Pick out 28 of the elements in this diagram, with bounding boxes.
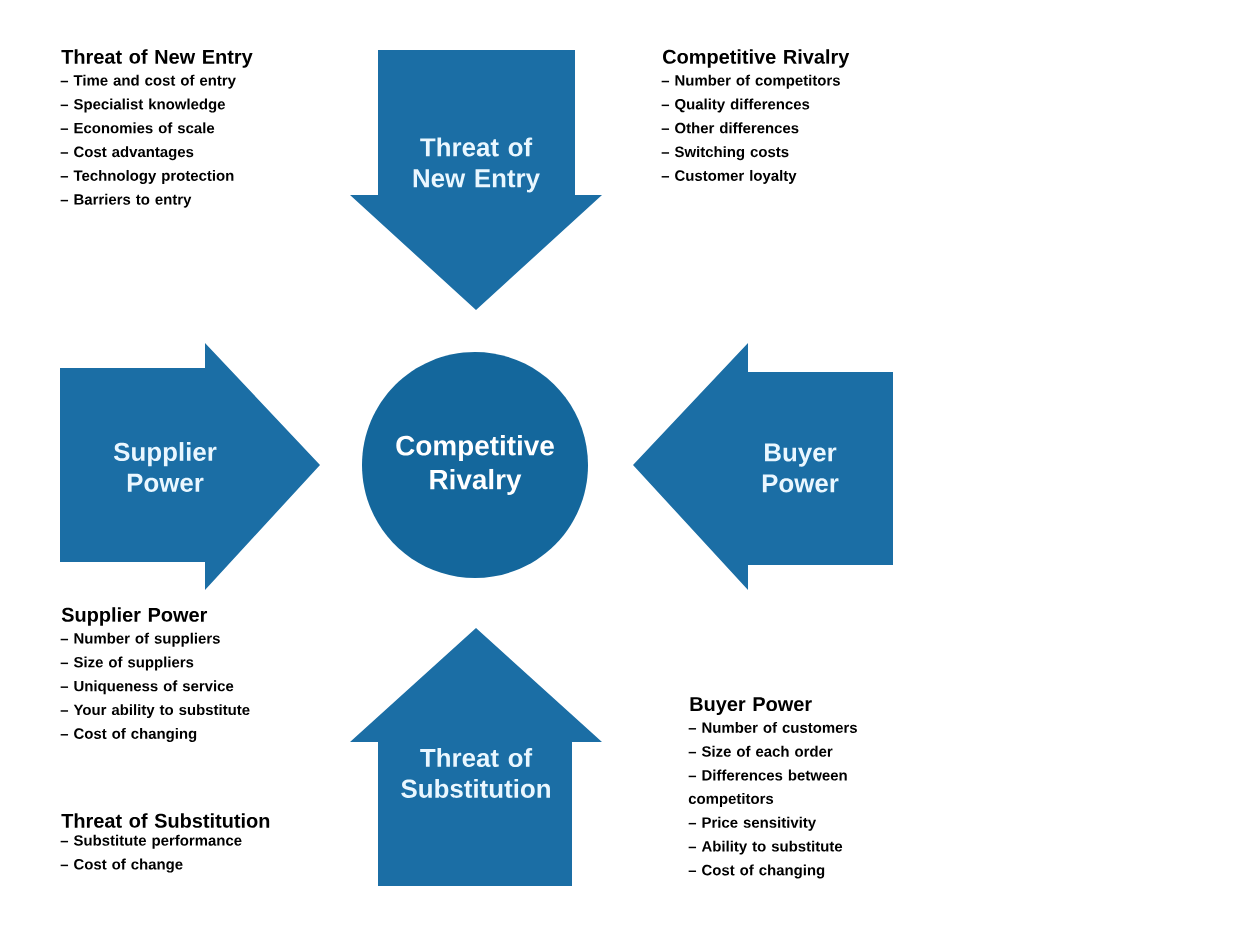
bullet-item: – Economies of scale [60, 122, 215, 134]
section-heading: Threat of Substitution [61, 813, 270, 828]
bullet-item: – Size of suppliers [60, 656, 194, 671]
bullet-item: – Specialist knowledge [60, 98, 225, 113]
bullet-item: – Switching costs [661, 146, 789, 161]
bullet-item: – Barriers to entry [60, 193, 192, 208]
bullet-item: – Other differences [661, 122, 799, 134]
bullet-item: – Price sensitivity [688, 816, 817, 831]
bullet-item: – Customer loyalty [661, 169, 797, 184]
bullet-item: – Differences between competitors [688, 769, 847, 807]
bullet-item: – Quality differences [661, 98, 810, 113]
bullet-item: – Time and cost of entry [60, 74, 236, 89]
section-heading: Threat of New Entry [61, 49, 253, 68]
bullet-item: – Uniqueness of service [60, 680, 234, 695]
section-heading: Buyer Power [690, 697, 812, 716]
bullet-item: – Size of each order [688, 745, 833, 757]
bullet-item: – Cost of changing [688, 864, 825, 879]
bullet-item: – Cost of change [60, 858, 183, 873]
bullet-item: – Number of competitors [661, 74, 840, 89]
bullet-item: – Cost of changing [60, 727, 197, 742]
bullet-item: – Substitute performance [60, 834, 242, 849]
bullet-item: – Your ability to substitute [60, 704, 250, 719]
bullet-item: – Ability to substitute [688, 840, 843, 855]
bullet-item: – Number of suppliers [60, 632, 220, 647]
section-heading: Competitive Rivalry [663, 49, 850, 68]
bullet-item: – Number of customers [688, 722, 857, 733]
bullet-item: – Cost advantages [60, 146, 194, 161]
bullet-item: – Technology protection [60, 169, 234, 184]
